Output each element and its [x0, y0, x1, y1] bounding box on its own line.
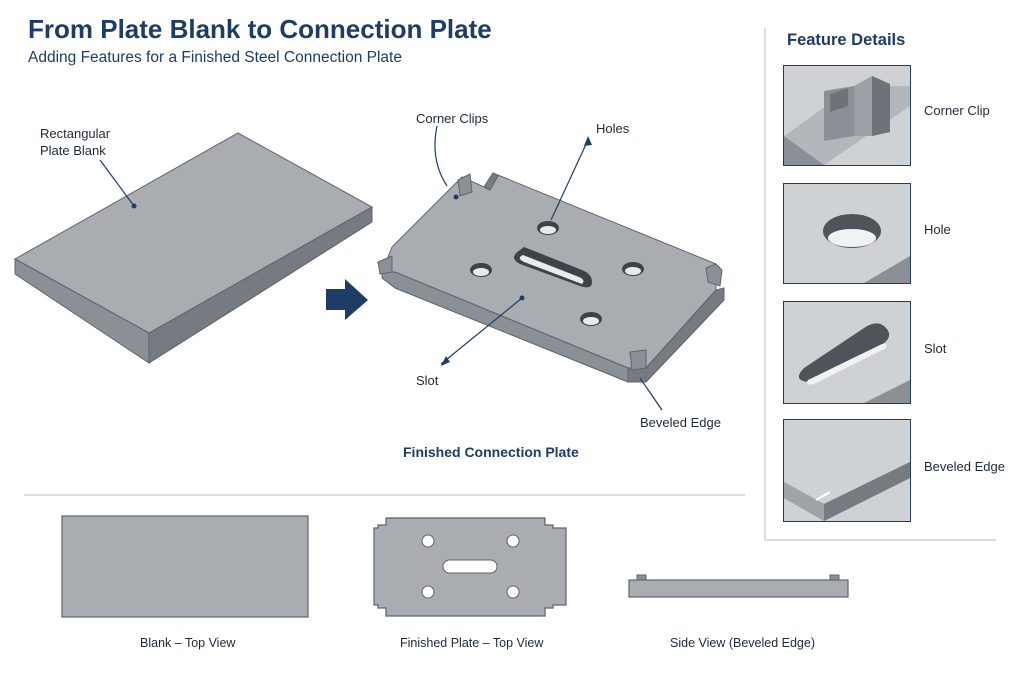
corner-clips-label: Corner Clips [416, 111, 489, 126]
feature-details-title: Feature Details [787, 31, 906, 49]
beveled-edge-detail-icon [784, 462, 910, 521]
finished-top-view-caption: Finished Plate – Top View [400, 636, 544, 650]
blank-top-view [61, 515, 309, 618]
transform-arrow-icon [326, 279, 368, 320]
hole-detail-box [783, 183, 911, 284]
side-view [628, 574, 849, 598]
beveled-edge-leader-line [639, 377, 663, 411]
page-title: From Plate Blank to Connection Plate [28, 14, 492, 44]
finished-plate-illustration [377, 172, 725, 383]
finished-top-view [373, 517, 567, 617]
detail-label-beveled-edge: Beveled Edge [924, 459, 1005, 474]
beveled-edge-detail-box [783, 419, 911, 522]
holes-arrowhead-icon [584, 136, 592, 146]
finished-plate-title: Finished Connection Plate [403, 444, 579, 460]
corner-clips-leader-line [434, 125, 448, 187]
holes-leader-line [550, 139, 589, 221]
slot-leader-line [440, 297, 523, 365]
holes-label: Holes [596, 121, 630, 136]
detail-label-slot: Slot [924, 341, 947, 356]
blank-label: Rectangular Plate Blank [40, 126, 111, 158]
beveled-edge-label: Beveled Edge [640, 415, 721, 430]
detail-label-corner-clip: Corner Clip [924, 103, 990, 118]
corner-clips-leader-dot [453, 194, 459, 200]
side-view-caption: Side View (Beveled Edge) [670, 636, 815, 650]
detail-label-hole: Hole [924, 222, 951, 237]
corner-clip-detail-box [783, 65, 911, 166]
page-subtitle: Adding Features for a Finished Steel Con… [28, 49, 402, 66]
blank-leader-dot [131, 203, 137, 209]
slot-arrowhead-icon [441, 356, 450, 366]
slot-detail-icon [798, 323, 910, 403]
blank-leader-line [99, 159, 135, 207]
slot-label: Slot [416, 373, 439, 388]
corner-clip-detail-icon [784, 76, 910, 165]
slot-detail-box [783, 301, 911, 404]
blank-top-view-caption: Blank – Top View [140, 636, 236, 650]
plate-blank-illustration [13, 132, 374, 364]
hole-detail-icon [823, 214, 910, 283]
